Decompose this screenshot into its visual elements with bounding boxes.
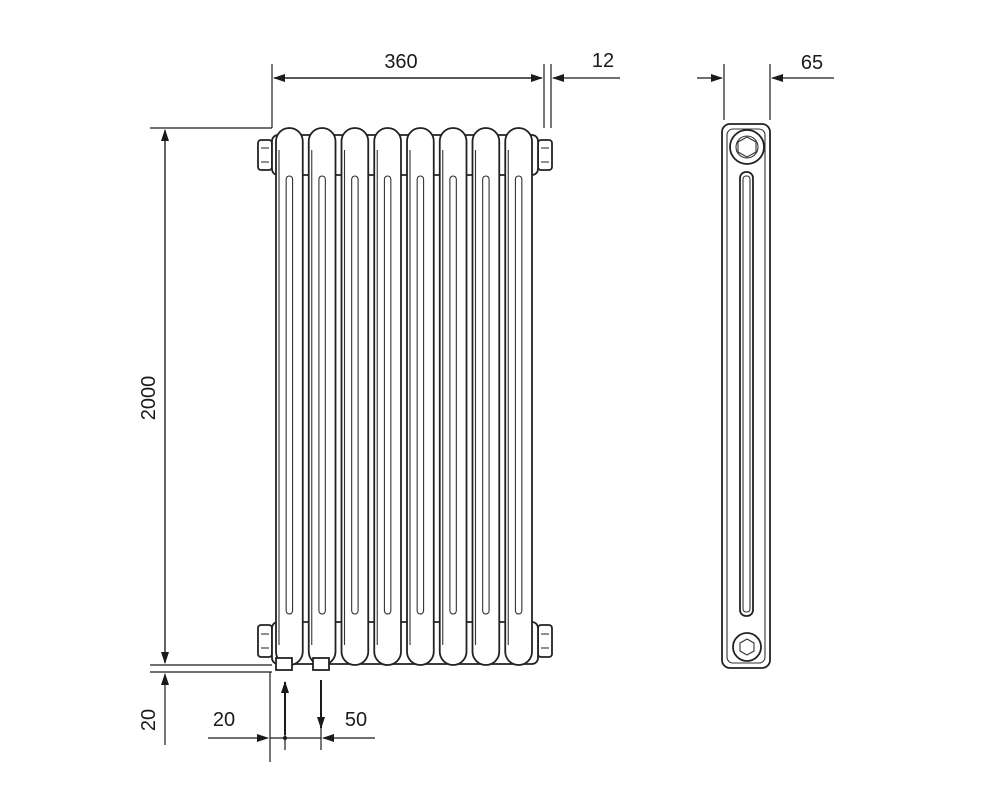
radiator-column (340, 127, 370, 666)
radiator-columns (275, 127, 533, 666)
pipe-offset-label: 20 (213, 709, 235, 731)
radiator-column (275, 127, 304, 666)
front-view (257, 127, 553, 671)
top-fitting (729, 129, 765, 165)
inlet-stub (275, 657, 293, 671)
side-slot (739, 171, 754, 617)
floor-clearance-label: 20 (138, 709, 160, 731)
radiator-column (504, 127, 533, 666)
radiator-column (471, 127, 501, 666)
column-inner-channel (449, 175, 457, 615)
depth-label: 65 (801, 52, 823, 74)
radiator-column (406, 127, 435, 666)
column-inner-channel (514, 175, 523, 615)
radiator-column (373, 127, 402, 666)
column-inner-channel (318, 175, 326, 615)
pipe-spacing-label: 50 (345, 709, 367, 731)
side-offset-label: 12 (592, 50, 614, 72)
dimension-lines (150, 64, 834, 762)
outlet-stub (312, 657, 330, 671)
bottom-fitting (732, 632, 762, 662)
corner-plugs (257, 139, 553, 658)
column-inner-channel (351, 175, 359, 615)
width-label: 360 (384, 51, 417, 73)
top-header (271, 134, 539, 176)
side-view (721, 123, 771, 669)
column-inner-channel (416, 175, 425, 615)
bottom-header (271, 621, 539, 665)
column-inner-channel (482, 175, 490, 615)
column-inner-channel (383, 175, 392, 615)
radiator-column (438, 127, 468, 666)
height-label: 2000 (138, 376, 160, 421)
column-inner-channel (285, 175, 294, 615)
radiator-column (307, 127, 337, 666)
